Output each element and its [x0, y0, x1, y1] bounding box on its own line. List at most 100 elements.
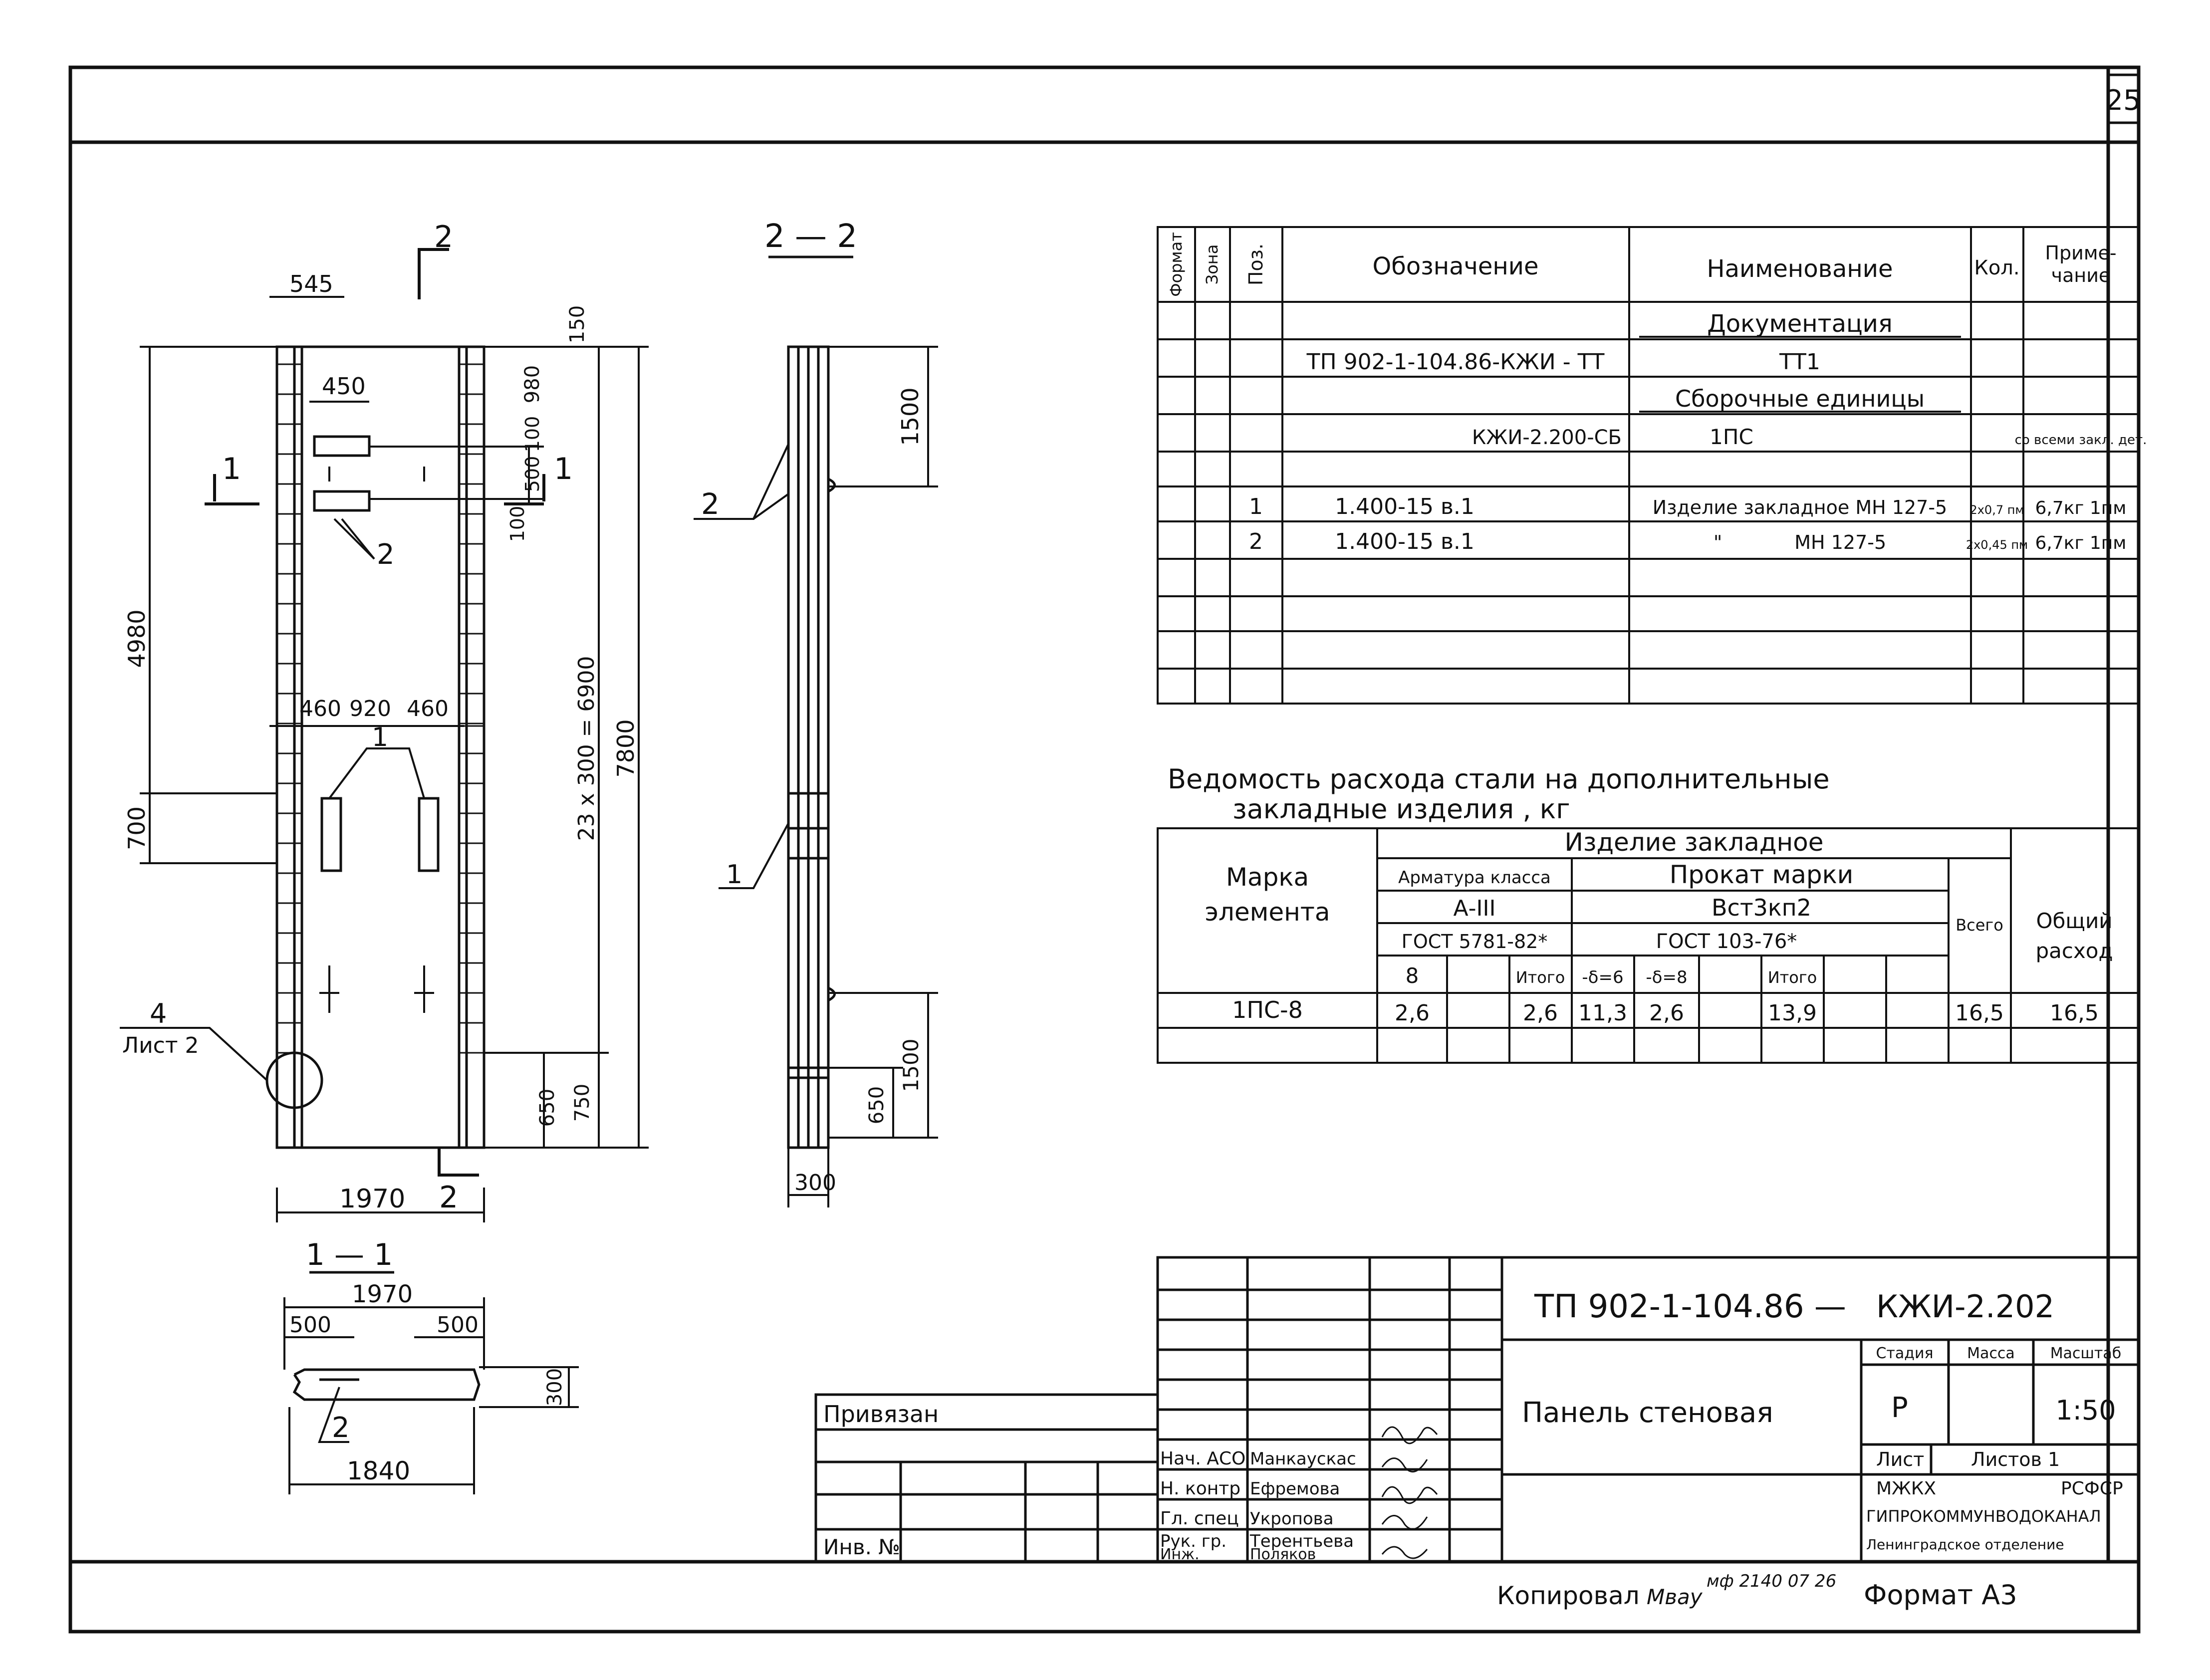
section-2-2-dim-300: 300 [794, 1170, 836, 1196]
signatures [1381, 1426, 1438, 1559]
steel-row-general: 16,5 [2050, 1000, 2099, 1026]
steel-h-rebar-class: Арматура класса [1398, 868, 1551, 888]
section-1-1-title: 1 — 1 [306, 1237, 393, 1272]
section-2-2-profile [787, 345, 836, 1149]
steel-h-general-1: Общий [2036, 909, 2112, 933]
dim-545: 545 [289, 270, 333, 297]
page-number-box: 25 [2105, 73, 2141, 124]
section-2-2-title: 2 — 2 [764, 218, 857, 255]
specification-table: Формат Зона Поз. Обозначение Наименовани… [1157, 226, 2147, 705]
inv-label: Инв. № [823, 1535, 900, 1559]
spec-row-1-name: ТТ1 [1779, 349, 1820, 375]
steel-h-item: Изделие закладное [1564, 828, 1823, 857]
spec-header-note-1: Приме- [2045, 242, 2116, 264]
steel-row-all: 16,5 [1955, 1000, 2004, 1026]
dim-700: 700 [123, 806, 150, 850]
panel-ribs [277, 363, 484, 1054]
copier-signature: Мвау [1647, 1585, 1703, 1609]
steel-h-t8: -δ=8 [1646, 967, 1687, 987]
tied-label: Привязан [823, 1401, 939, 1428]
steel-h-t6: -δ=6 [1582, 967, 1623, 987]
dim-23x300: 23 x 300 = 6900 [574, 656, 599, 841]
org-line-3: Ленинградское отделение [1866, 1536, 2064, 1553]
callout-detail-4-sheet: Лист 2 [122, 1033, 199, 1058]
org-line-1a: МЖКХ [1876, 1478, 1936, 1499]
callout-pos1: 1 [372, 722, 388, 752]
staff-role-0: Нач. АСО [1160, 1448, 1245, 1469]
steel-title-line-1: Ведомость расхода стали на дополнительны… [1168, 763, 1830, 795]
steel-h-d8: 8 [1406, 963, 1419, 988]
section-mark-bottom: 2 [439, 1180, 458, 1215]
steel-h-element-2: элемента [1205, 898, 1330, 927]
section-1-1-dims [283, 1297, 579, 1494]
section-1-1-dim-300: 300 [543, 1368, 566, 1406]
bottom-notes: Копировал Мвау мф 2140 07 26 Формат А3 [1497, 1571, 2017, 1611]
section-markers [205, 248, 545, 1177]
spec-row-6-name: " МН 127-5 [1714, 531, 1886, 553]
spec-header-designation: Обозначение [1372, 252, 1538, 280]
section-2-2-dims [694, 346, 938, 1207]
title-block: ТП 902-1-104.86 — КЖИ-2.202 Панель стено… [814, 1256, 2140, 1563]
staff-name-4: Поляков [1250, 1546, 1316, 1563]
doc-code-left: ТП 902-1-104.86 — [1534, 1288, 1846, 1325]
steel-h-element-1: Марка [1226, 863, 1309, 892]
steel-h-total-1: Итого [1516, 968, 1565, 987]
section-1-1-profile [292, 1368, 481, 1401]
callout-pos2: 2 [377, 538, 395, 571]
embedded-plates-pos1 [320, 797, 440, 872]
staff-name-0: Манкаускас [1250, 1449, 1356, 1469]
spec-row-5-qty: 2х0,7 пм [1969, 503, 2024, 517]
spec-row-5-pos: 1 [1249, 494, 1263, 519]
spec-row-6-qty: 2х0,45 пм [1966, 538, 2028, 552]
steel-h-rolled-gost: ГОСТ 103-76* [1656, 930, 1797, 953]
dim-920: 920 [349, 696, 391, 721]
spec-row-5-note: 6,7кг 1пм [2035, 498, 2127, 518]
steel-row-total-1: 2,6 [1523, 1000, 1558, 1026]
dim-1970: 1970 [339, 1184, 405, 1214]
staff-role-3: Рук. гр. [1160, 1531, 1227, 1551]
staff-role-4: Инж. [1160, 1546, 1200, 1563]
spec-header-pos: Поз. [1245, 243, 1267, 285]
scale-header: Масштаб [2050, 1345, 2122, 1362]
steel-h-rebar-gost: ГОСТ 5781-82* [1402, 931, 1548, 953]
tied-block-grid [814, 1393, 1159, 1563]
staff-name-2: Укропова [1250, 1509, 1334, 1529]
spec-row-6-designation: 1.400-15 в.1 [1335, 529, 1474, 554]
section-1-1-dim-1970: 1970 [352, 1280, 413, 1308]
panel-elevation: 2 2 1 1 545 450 4980 700 23 x 300 = 6900… [120, 220, 649, 1222]
spec-row-1-designation: ТП 902-1-104.86-КЖИ - ТТ [1306, 349, 1605, 375]
steel-row-t6: 11,3 [1578, 1000, 1627, 1026]
section-mark-left: 1 [222, 452, 241, 486]
steel-h-total-2: Итого [1768, 968, 1817, 987]
steel-h-all: Всего [1956, 916, 2003, 935]
steel-row-element: 1ПС-8 [1232, 996, 1303, 1023]
callout-leaders [120, 518, 425, 1081]
spec-row-3-name: 1ПС [1710, 425, 1753, 449]
section-1-1-callout-2: 2 [332, 1412, 350, 1444]
spec-row-0-name: Документация [1707, 310, 1893, 338]
dim-460-left: 460 [299, 696, 341, 721]
sheet-header: Лист [1876, 1448, 1924, 1470]
spec-row-5-designation: 1.400-15 в.1 [1335, 494, 1474, 519]
section-2-2-callout-2: 2 [701, 487, 720, 521]
dim-7800: 7800 [612, 719, 639, 777]
stage-value: Р [1891, 1392, 1908, 1424]
spec-header-qty: Кол. [1974, 256, 2019, 279]
staff-name-3: Терентьева [1249, 1531, 1354, 1551]
callout-detail-4: 4 [150, 998, 167, 1029]
section-2-2-dim-650: 650 [865, 1086, 888, 1124]
steel-h-general-2: расход [2035, 939, 2113, 963]
panel-outline [275, 345, 486, 1149]
spec-header-format: Формат [1167, 232, 1186, 297]
spec-row-3-note: со всеми закл. дет. [2015, 433, 2147, 448]
spec-row-5-name: Изделие закладное МН 127-5 [1653, 496, 1947, 518]
dim-460-right: 460 [407, 696, 449, 721]
section-2-2-callout-1: 1 [726, 860, 742, 890]
staff-role-1: Н. контр [1160, 1478, 1240, 1499]
spec-row-6-note: 6,7кг 1пм [2035, 533, 2127, 553]
section-1-1-dim-1840: 1840 [347, 1456, 410, 1485]
steel-row-t8: 2,6 [1649, 1000, 1684, 1026]
steel-h-rolled-grade: Вст3кп2 [1712, 894, 1811, 921]
section-1-1: 1 — 1 1970 500 500 300 1840 2 [283, 1237, 579, 1494]
